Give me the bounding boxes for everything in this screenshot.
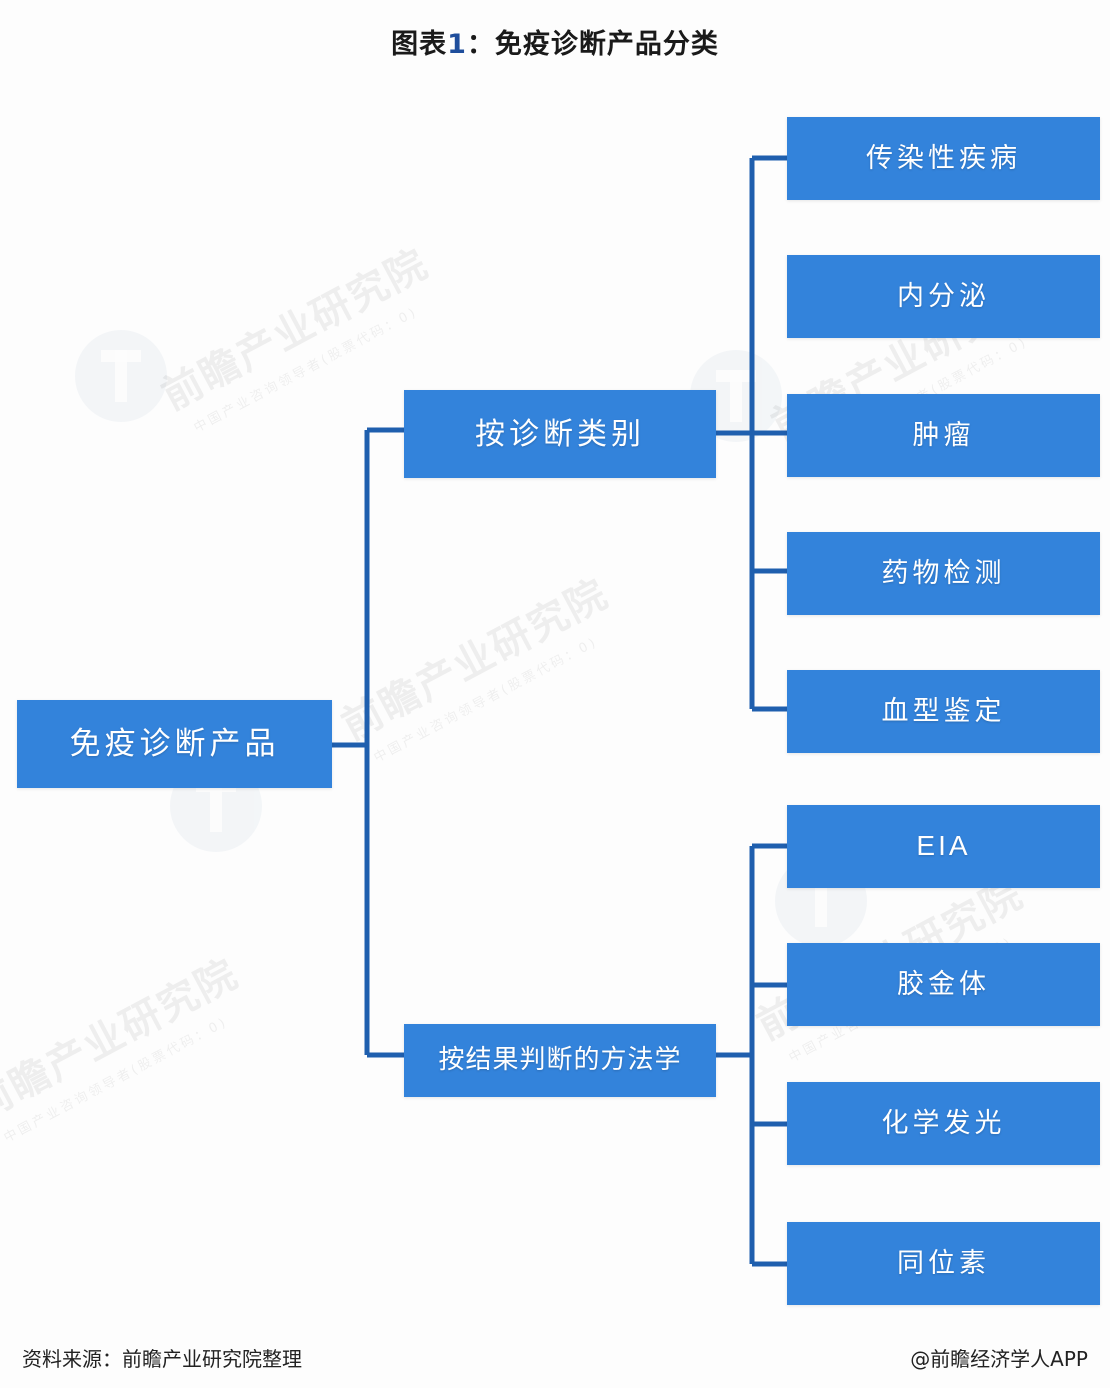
node-leaf-label: 传染性疾病 (866, 142, 1021, 174)
node-leaf-label: 同位素 (897, 1247, 990, 1279)
figure-title-prefix: 图表 (391, 29, 448, 60)
node-leaf-label: EIA (916, 830, 971, 862)
node-branch-by-diagnosis-category[interactable]: 按诊断类别 (404, 390, 716, 478)
node-branch-by-result-methodology[interactable]: 按结果判断的方法学 (404, 1024, 716, 1097)
node-leaf-label: 药物检测 (881, 557, 1006, 589)
figure-title-number: 1 (447, 29, 467, 60)
figure-title-suffix: ：免疫诊断产品分类 (466, 29, 719, 60)
node-branch-label: 按诊断类别 (475, 416, 645, 452)
figure-title: 图表1：免疫诊断产品分类 (0, 22, 1110, 61)
node-root-label: 免疫诊断产品 (69, 725, 280, 762)
node-leaf-blood-typing[interactable]: 血型鉴定 (787, 670, 1100, 753)
node-leaf-drug-testing[interactable]: 药物检测 (787, 532, 1100, 615)
node-root[interactable]: 免疫诊断产品 (17, 700, 332, 788)
node-leaf-label: 化学发光 (881, 1107, 1006, 1139)
node-leaf-label: 肿瘤 (912, 419, 975, 451)
node-leaf-tumor[interactable]: 肿瘤 (787, 394, 1100, 477)
node-leaf-infectious-disease[interactable]: 传染性疾病 (787, 117, 1100, 200)
node-leaf-endocrine[interactable]: 内分泌 (787, 255, 1100, 338)
source-note: 资料来源：前瞻产业研究院整理 (22, 1347, 302, 1371)
node-leaf-label: 内分泌 (897, 280, 990, 312)
node-leaf-isotope[interactable]: 同位素 (787, 1222, 1100, 1305)
node-leaf-eia[interactable]: EIA (787, 805, 1100, 888)
node-leaf-chemiluminescence[interactable]: 化学发光 (787, 1082, 1100, 1165)
brand-attribution: @前瞻经济学人APP (910, 1347, 1088, 1371)
node-leaf-label: 胶金体 (897, 968, 990, 1000)
node-branch-label: 按结果判断的方法学 (438, 1045, 682, 1076)
node-leaf-label: 血型鉴定 (881, 695, 1006, 727)
node-leaf-colloidal-gold[interactable]: 胶金体 (787, 943, 1100, 1026)
